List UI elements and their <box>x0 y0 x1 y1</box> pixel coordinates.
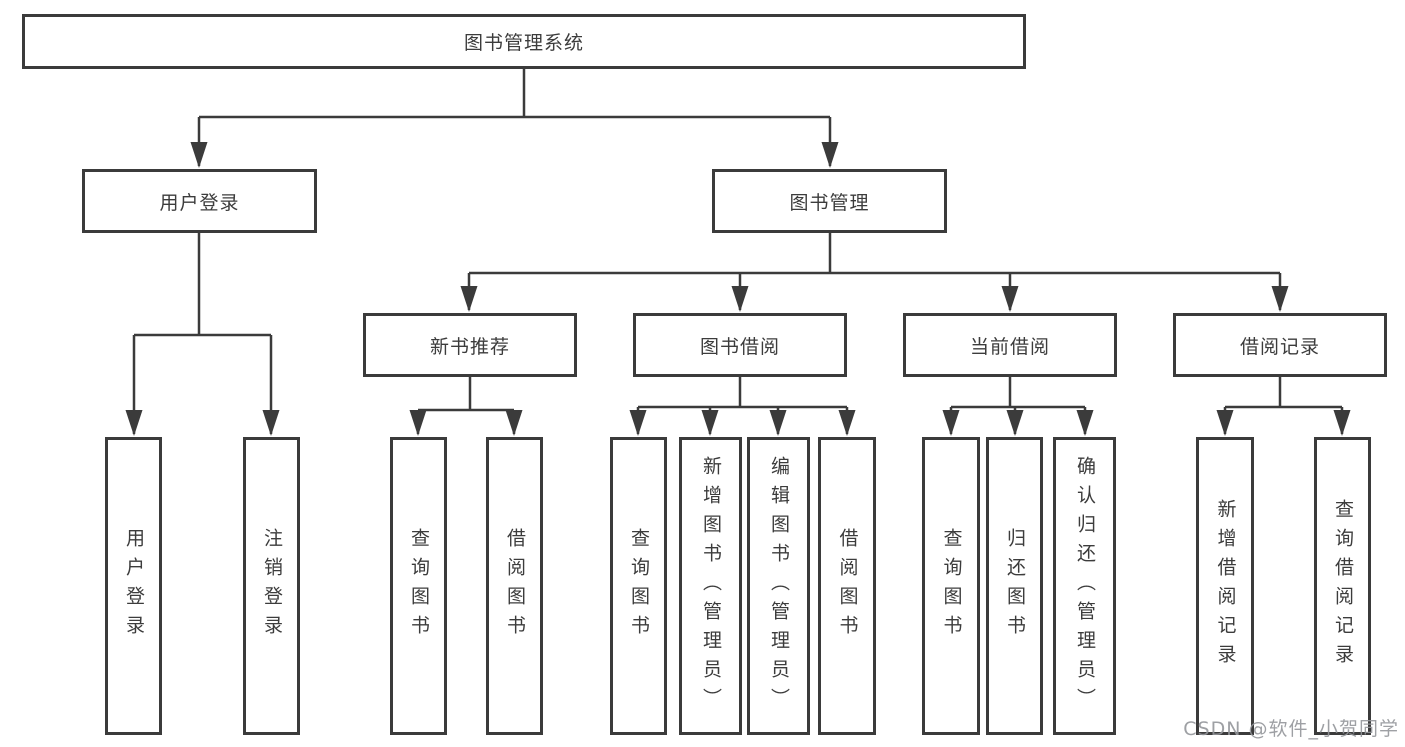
node-book-management-branch: 图书管理 <box>712 169 947 233</box>
node-label: 用户登录 <box>159 191 240 214</box>
leaf-label: 借阅图书 <box>836 528 859 644</box>
node-current-borrow: 当前借阅 <box>903 313 1117 377</box>
leaf-label: 注销登录 <box>261 528 283 644</box>
node-label: 图书管理 <box>789 191 870 214</box>
node-label: 借阅记录 <box>1239 335 1320 358</box>
leaf-borrow-books: 借阅图书 <box>818 437 876 735</box>
node-label: 图书管理系统 <box>463 32 584 54</box>
leaf-label: 新增借阅记录 <box>1214 499 1237 673</box>
leaf-edit-books-admin: 编辑图书（管理员） <box>747 437 810 735</box>
leaf-query-books-current: 查询图书 <box>922 437 980 735</box>
node-label: 当前借阅 <box>969 335 1050 358</box>
leaf-label: 借阅图书 <box>504 528 526 644</box>
csdn-watermark: CSDN @软件_小贺同学 <box>1183 718 1399 740</box>
node-library-management-system: 图书管理系统 <box>22 14 1026 69</box>
node-borrow-records: 借阅记录 <box>1173 313 1387 377</box>
leaf-label: 查询借阅记录 <box>1332 499 1354 673</box>
leaf-label: 确认归还（管理员） <box>1074 455 1096 717</box>
leaf-query-books-borrow: 查询图书 <box>610 437 667 735</box>
leaf-confirm-return-admin: 确认归还（管理员） <box>1053 437 1116 735</box>
leaf-query-books-recommend: 查询图书 <box>390 437 447 735</box>
leaf-add-borrow-record: 新增借阅记录 <box>1196 437 1254 735</box>
node-label: 图书借阅 <box>699 335 780 358</box>
node-user-login-branch: 用户登录 <box>82 169 317 233</box>
leaf-label: 新增图书（管理员） <box>700 455 722 717</box>
leaf-label: 查询图书 <box>940 528 963 644</box>
leaf-user-login: 用户登录 <box>105 437 162 735</box>
leaf-label: 查询图书 <box>408 528 430 644</box>
leaf-add-books-admin: 新增图书（管理员） <box>679 437 742 735</box>
leaf-query-borrow-record: 查询借阅记录 <box>1314 437 1371 735</box>
leaf-label: 归还图书 <box>1004 528 1026 644</box>
leaf-return-books: 归还图书 <box>986 437 1043 735</box>
leaf-label: 编辑图书（管理员） <box>768 455 790 717</box>
leaf-label: 查询图书 <box>628 528 650 644</box>
leaf-logout: 注销登录 <box>243 437 300 735</box>
leaf-borrow-books-recommend: 借阅图书 <box>486 437 543 735</box>
leaf-label: 用户登录 <box>123 528 145 644</box>
node-new-book-recommend: 新书推荐 <box>363 313 577 377</box>
node-book-borrow: 图书借阅 <box>633 313 847 377</box>
node-label: 新书推荐 <box>429 335 510 358</box>
